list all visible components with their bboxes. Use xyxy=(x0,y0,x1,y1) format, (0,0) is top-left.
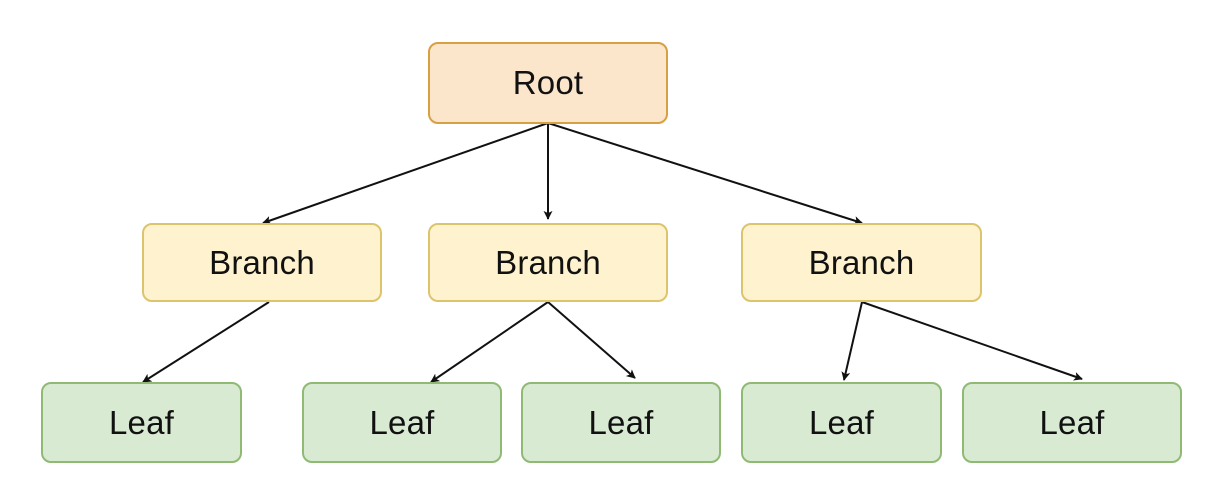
leaf-node-1-label: Leaf xyxy=(108,403,175,441)
leaf-node-3[interactable]: Leaf xyxy=(521,382,721,463)
edge-branch-3-to-leaf-5 xyxy=(861,301,1083,381)
leaf-node-2-label: Leaf xyxy=(369,403,435,441)
branch-node-1[interactable]: Branch xyxy=(142,223,382,302)
edge-branch-1-to-leaf-1 xyxy=(142,301,270,383)
leaf-node-3-label: Leaf xyxy=(588,403,654,441)
branch-node-2-label: Branch xyxy=(495,243,601,281)
edge-branch-3-to-leaf-4 xyxy=(841,301,863,381)
leaf-node-5[interactable]: Leaf xyxy=(962,382,1182,463)
leaf-node-4-label: Leaf xyxy=(808,403,875,441)
leaf-node-5-label: Leaf xyxy=(1039,403,1105,441)
leaf-node-4[interactable]: Leaf xyxy=(741,382,942,463)
branch-node-3[interactable]: Branch xyxy=(741,223,982,302)
edge-root-to-branch-3 xyxy=(547,122,863,225)
root-node-label: Root xyxy=(512,64,584,101)
root-node[interactable]: Root xyxy=(428,42,668,124)
branch-node-3-label: Branch xyxy=(808,243,915,281)
edge-branch-2-to-leaf-3 xyxy=(547,301,636,379)
edge-root-to-branch-1 xyxy=(262,122,549,225)
branch-node-1-label: Branch xyxy=(209,243,315,281)
leaf-node-1[interactable]: Leaf xyxy=(41,382,242,463)
edge-branch-2-to-leaf-2 xyxy=(430,301,549,383)
leaf-node-2[interactable]: Leaf xyxy=(302,382,502,463)
branch-node-2[interactable]: Branch xyxy=(428,223,668,302)
